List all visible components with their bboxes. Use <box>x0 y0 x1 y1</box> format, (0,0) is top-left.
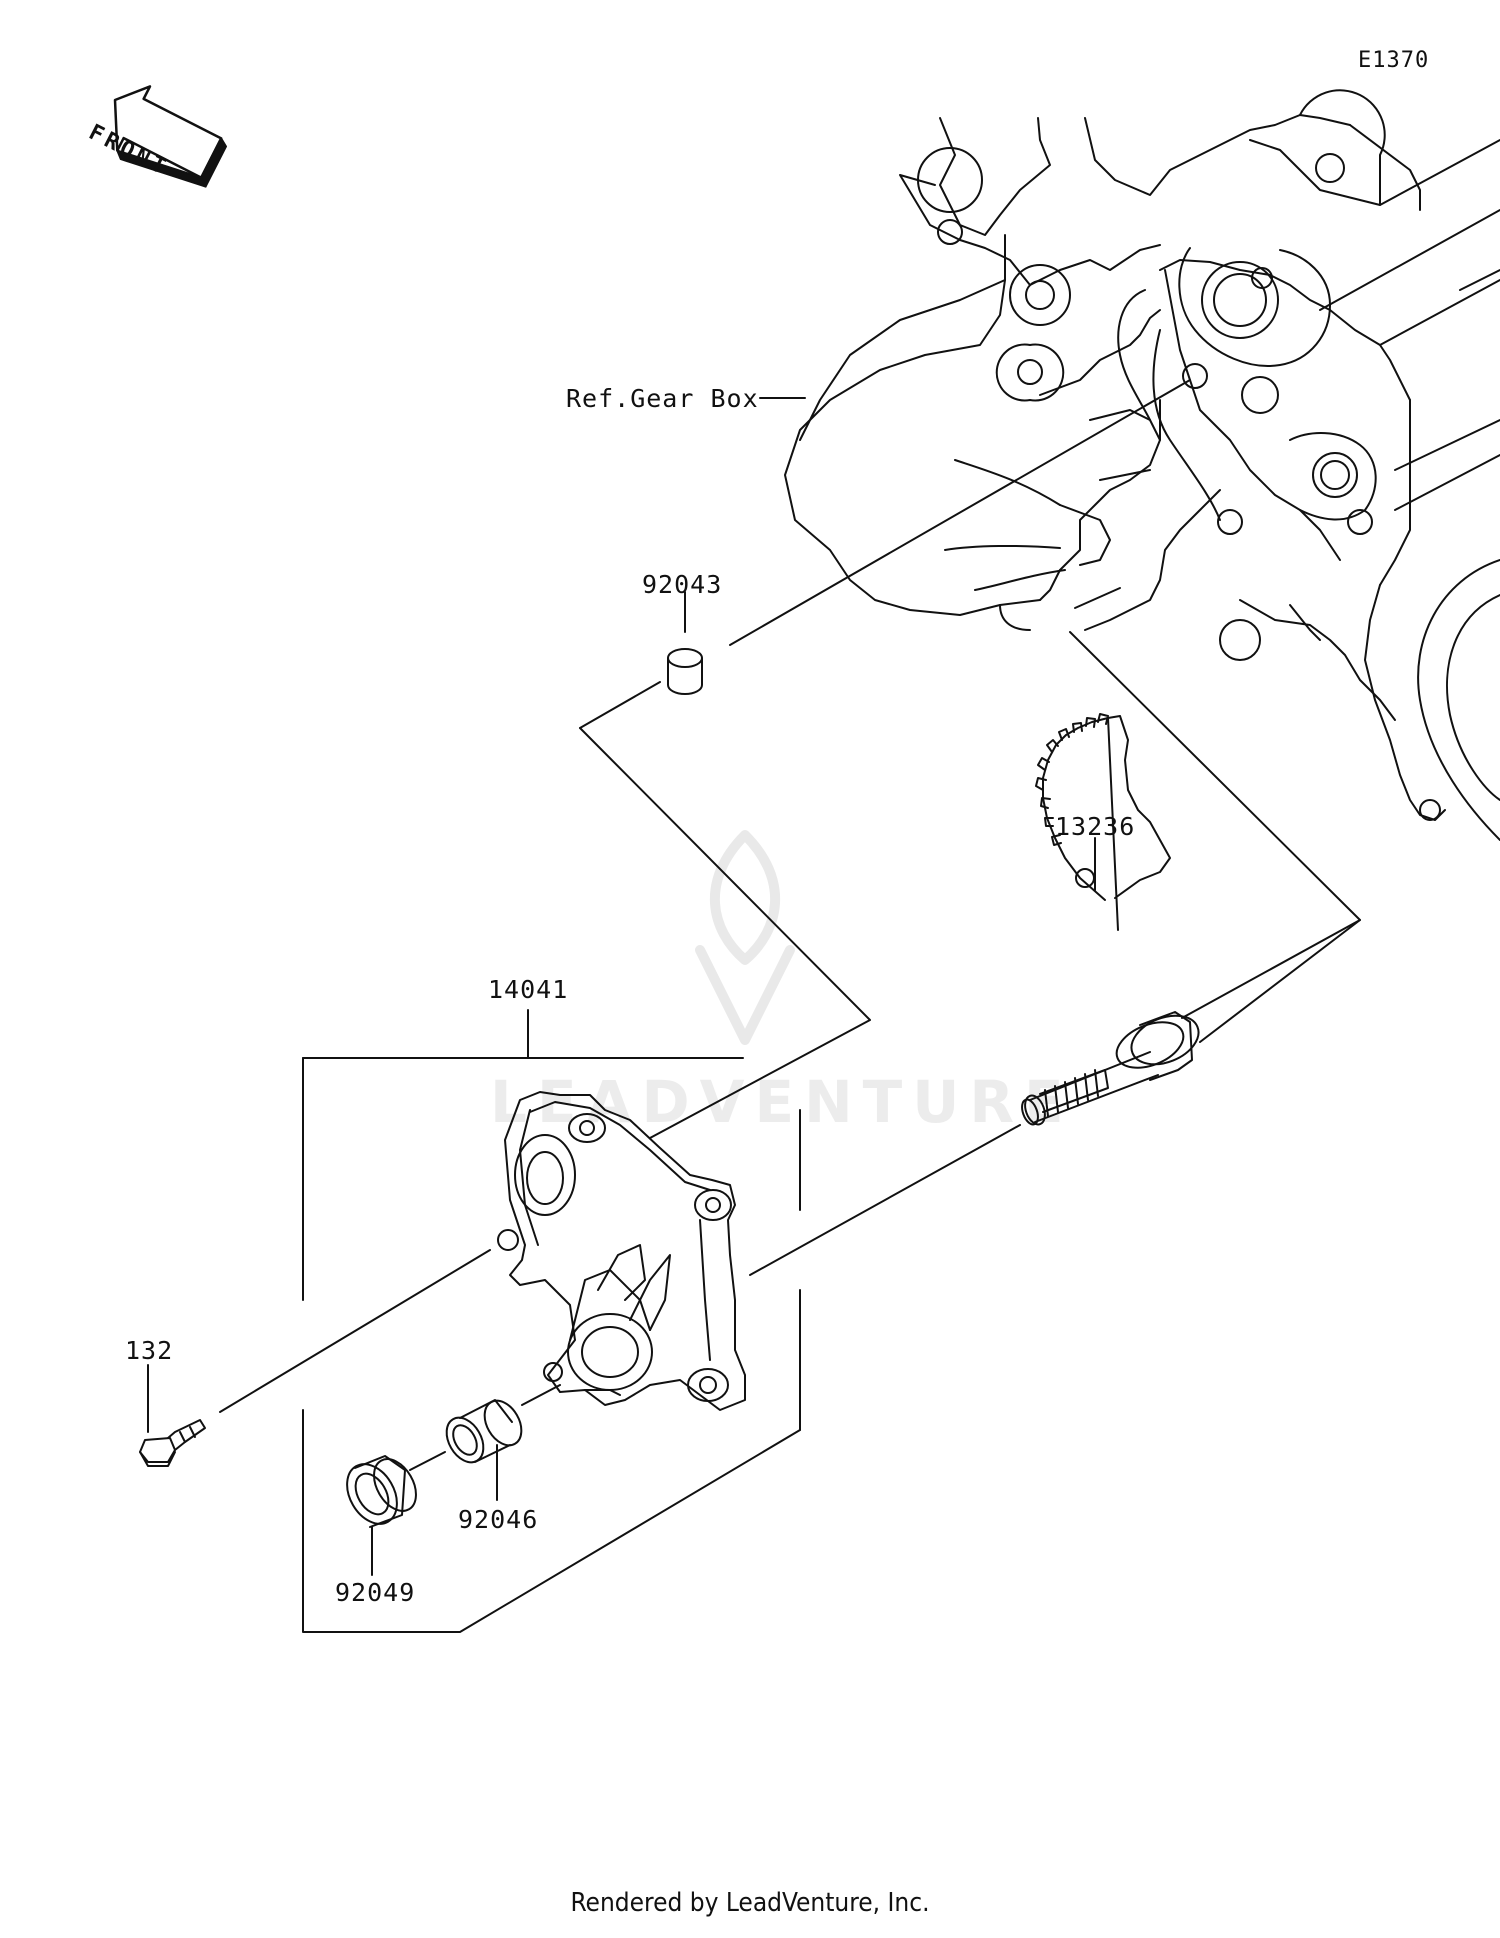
shift-shaft-13236 <box>1021 713 1200 1126</box>
part-label-92049: 92049 <box>335 1578 416 1607</box>
ref-gear-box-label: Ref.Gear Box <box>566 384 759 413</box>
diagram-id: E1370 <box>1358 48 1430 73</box>
part-label-132: 132 <box>125 1336 174 1365</box>
front-arrow-icon <box>113 85 228 188</box>
bolt-132 <box>139 1419 206 1467</box>
leadventure-logo <box>695 830 795 1045</box>
cover-14041 <box>497 1091 746 1411</box>
part-label-92043: 92043 <box>642 570 723 599</box>
bearing-92046 <box>445 1399 523 1464</box>
part-label-14041: 14041 <box>488 975 569 1004</box>
gear-box-housing <box>784 89 1500 841</box>
part-label-92046: 92046 <box>458 1505 539 1534</box>
part-label-13236: 13236 <box>1055 812 1136 841</box>
watermark-text: LEADVENTURE <box>490 1068 1074 1136</box>
oil-seal-92049 <box>346 1455 417 1528</box>
footer-credit: Rendered by LeadVenture, Inc. <box>570 1888 930 1918</box>
dowel-pin-92043 <box>667 648 703 695</box>
